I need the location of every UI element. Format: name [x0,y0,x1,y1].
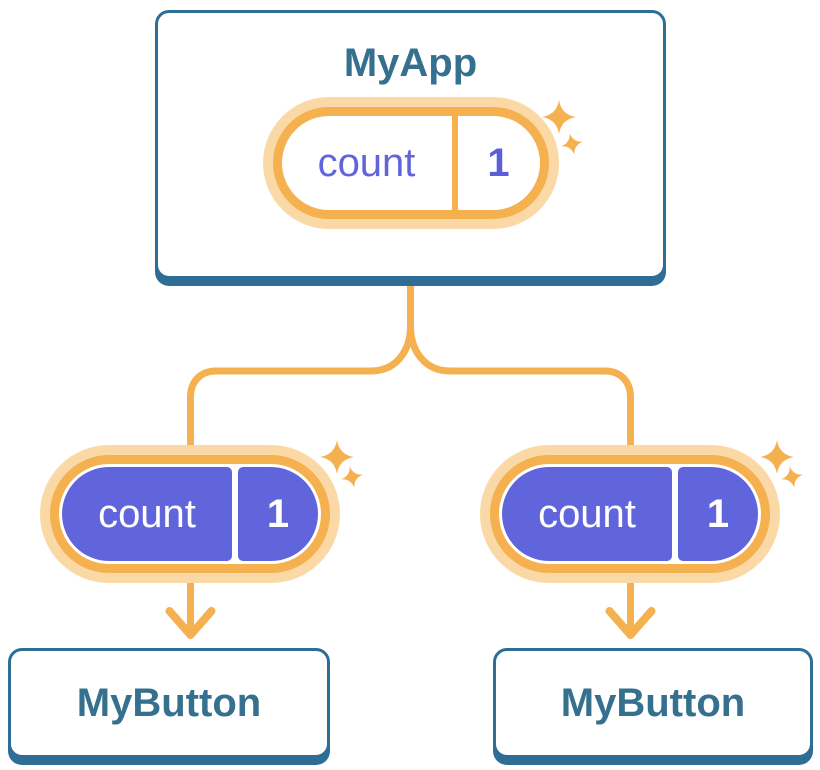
prop-pill-value: 1 [678,467,758,561]
sparkle-icon [760,440,794,474]
arrow-down-icon [605,607,656,639]
sparkle-icon [559,131,585,157]
state-pill-label: count [317,140,416,185]
child-component-card-left: MyButton [8,648,330,758]
sparkle-icon [542,100,576,134]
state-pill: count 1 [262,97,559,229]
sparkle-icon [320,440,354,474]
prop-pill-right: count 1 [480,445,780,583]
root-component-card: MyApp count 1 [155,10,666,279]
connector-branch-left [187,322,414,456]
arrow-down-icon [165,607,216,639]
child-component-card-right: MyButton [493,648,813,758]
connector-branch-right [407,322,634,456]
prop-pill-value: 1 [238,467,318,561]
pill-divider [451,116,458,210]
sparkle-icon [779,464,805,490]
prop-pill-left: count 1 [40,445,340,583]
prop-pill-label: count [502,467,672,561]
sparkle-icon [339,464,365,490]
child-component-title: MyButton [76,681,262,725]
root-component-title: MyApp [343,41,478,85]
state-pill-value: 1 [487,140,510,185]
child-component-title: MyButton [560,681,746,725]
prop-pill-label: count [62,467,232,561]
